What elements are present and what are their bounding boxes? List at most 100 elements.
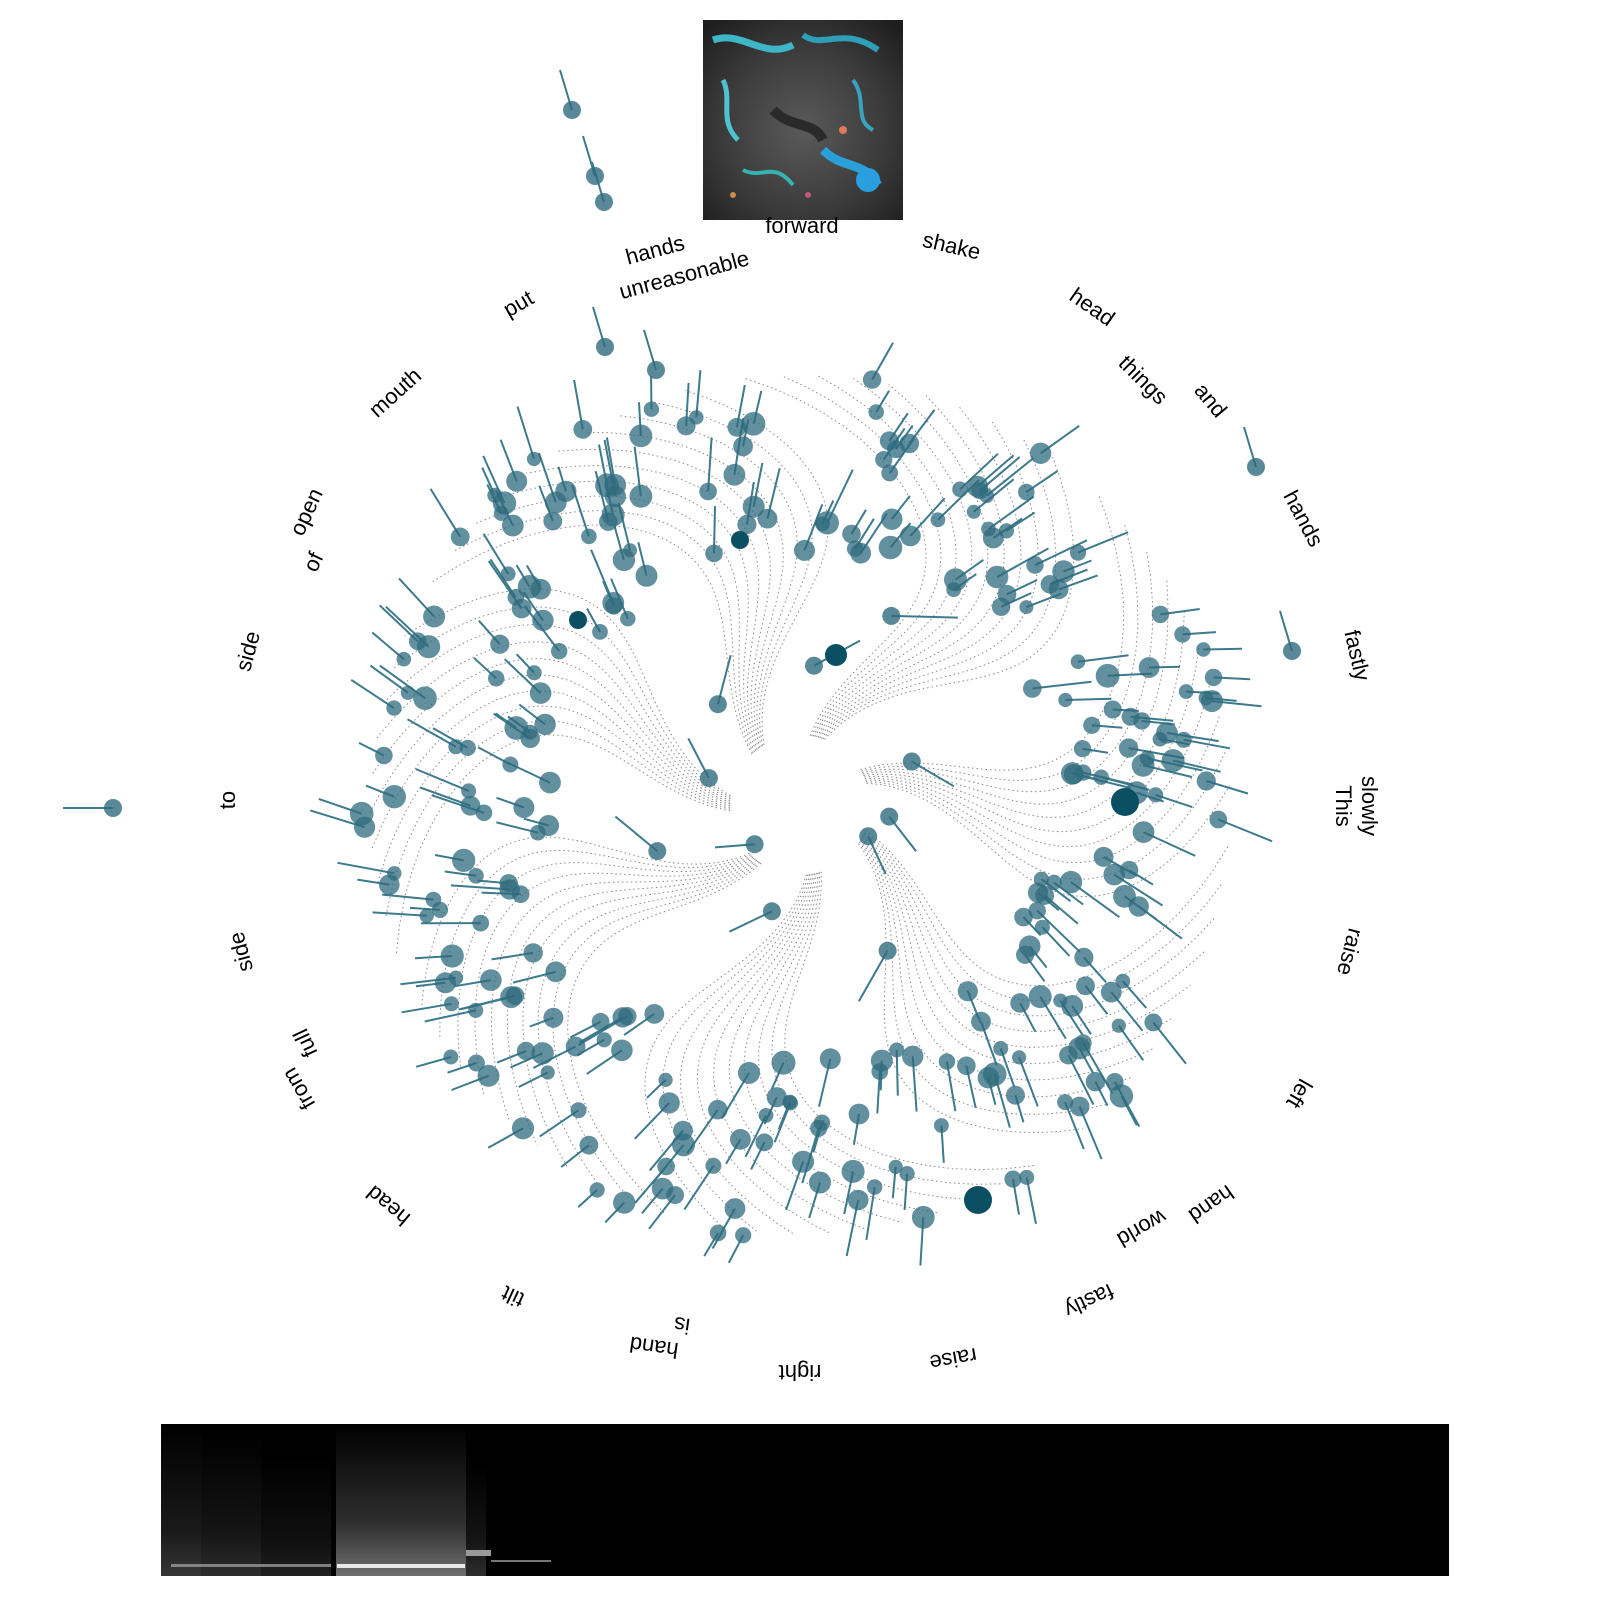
- word-node: [880, 807, 899, 826]
- word-node: [387, 866, 402, 881]
- word-label-shake: shake: [920, 227, 983, 265]
- word-node: [758, 1108, 774, 1123]
- word-node: [468, 868, 484, 884]
- word-node: [848, 1103, 870, 1125]
- word-node: [493, 506, 509, 521]
- word-node: [592, 624, 608, 640]
- contour-line: [567, 862, 762, 1214]
- word-node: [699, 769, 718, 788]
- contour-line: [861, 550, 1154, 793]
- contour-line: [862, 580, 1169, 805]
- word-label-is: is: [672, 1312, 691, 1339]
- node-stem: [424, 1009, 476, 1023]
- word-label-hand-lowerright: hand: [1184, 1180, 1238, 1229]
- word-node: [1028, 985, 1052, 1009]
- word-node: [596, 338, 614, 356]
- contour-line: [713, 873, 868, 1231]
- word-node: [882, 606, 901, 625]
- word-nodes: [104, 101, 1301, 1244]
- node-stem: [1025, 1177, 1037, 1224]
- word-node: [500, 566, 516, 582]
- word-node: [488, 670, 505, 687]
- word-node: [586, 167, 604, 185]
- word-node: [1175, 731, 1192, 748]
- contour-line: [395, 734, 731, 954]
- word-node: [902, 1045, 924, 1068]
- word-node: [766, 1087, 787, 1108]
- word-node: [440, 944, 464, 968]
- word-node: [1119, 860, 1139, 880]
- word-node: [635, 564, 658, 587]
- node-stem: [1018, 1057, 1039, 1107]
- word-node-highlighted: [964, 1186, 992, 1214]
- word-node: [1074, 947, 1094, 968]
- word-label-to: to: [215, 791, 240, 809]
- word-node: [846, 540, 864, 557]
- word-node: [612, 548, 636, 572]
- word-node: [708, 695, 727, 714]
- word-node: [938, 1053, 956, 1070]
- contour-line: [452, 510, 754, 754]
- node-stem: [683, 1165, 715, 1211]
- word-node: [1005, 1085, 1025, 1105]
- word-node: [629, 484, 653, 508]
- word-node: [1209, 810, 1228, 829]
- word-node: [419, 908, 434, 923]
- word-node: [705, 544, 723, 563]
- word-node: [104, 799, 122, 817]
- word-node: [735, 1227, 752, 1244]
- word-node-highlighted: [825, 644, 847, 666]
- node-stem: [986, 457, 1034, 497]
- contour-line: [374, 641, 731, 802]
- word-node: [985, 565, 1009, 589]
- word-node: [1070, 654, 1086, 669]
- word-node: [705, 1157, 722, 1174]
- word-label-of: of: [298, 547, 329, 575]
- word-node: [648, 842, 667, 861]
- word-node: [966, 504, 981, 519]
- word-node: [459, 739, 476, 757]
- word-node: [1151, 605, 1170, 624]
- word-node: [1283, 642, 1301, 660]
- word-node: [757, 508, 778, 529]
- word-node: [993, 1041, 1009, 1056]
- word-node: [771, 1050, 796, 1075]
- word-node: [1103, 700, 1122, 719]
- word-node: [737, 514, 757, 535]
- word-node: [400, 685, 415, 700]
- word-node: [875, 451, 893, 469]
- word-node: [1132, 821, 1155, 843]
- word-node: [658, 1072, 673, 1087]
- word-node: [745, 835, 764, 854]
- word-label-forward: forward: [765, 213, 838, 238]
- word-node: [539, 771, 561, 794]
- word-node: [1174, 626, 1191, 643]
- word-node: [599, 512, 618, 531]
- word-node: [1028, 902, 1046, 920]
- word-node: [1109, 1084, 1134, 1108]
- word-label-this: This: [1331, 785, 1356, 827]
- contour-line: [685, 390, 829, 745]
- word-node-highlighted: [569, 611, 587, 629]
- word-node: [1053, 993, 1068, 1008]
- word-node: [538, 815, 560, 836]
- word-node: [979, 488, 995, 504]
- word-label-side-lower: side: [223, 929, 258, 974]
- word-node: [467, 1054, 485, 1072]
- word-node: [1058, 692, 1073, 708]
- node-stem: [614, 815, 658, 852]
- word-node: [540, 1065, 555, 1080]
- word-node: [1029, 442, 1052, 464]
- contour-line: [370, 658, 731, 803]
- contour-line: [864, 678, 1212, 848]
- word-node: [461, 783, 477, 799]
- word-node: [1131, 753, 1155, 777]
- word-node: [602, 592, 625, 614]
- word-node: [899, 1166, 915, 1182]
- word-node: [868, 404, 884, 420]
- word-node: [1076, 976, 1095, 996]
- word-node: [699, 482, 717, 501]
- node-stem: [1036, 909, 1081, 953]
- contour-line: [404, 588, 731, 797]
- word-node: [516, 1041, 536, 1061]
